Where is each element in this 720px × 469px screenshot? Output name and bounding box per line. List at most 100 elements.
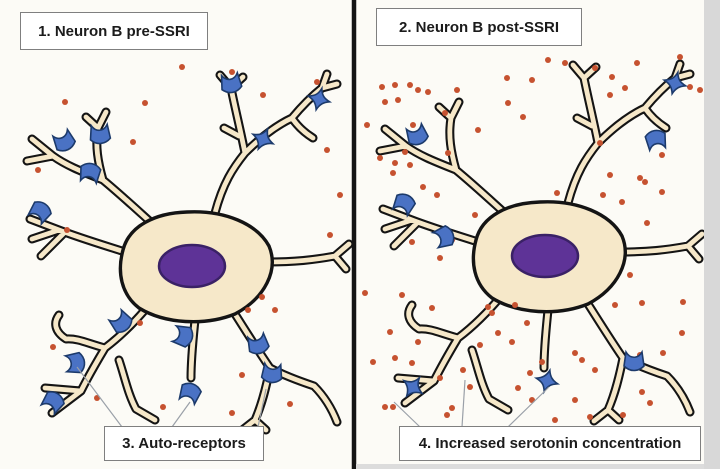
auto-receptor-icon — [623, 349, 645, 372]
auto-receptor-icon — [405, 121, 430, 146]
serotonin-dot — [379, 84, 385, 90]
serotonin-dot — [587, 414, 593, 420]
serotonin-dot — [337, 192, 343, 198]
serotonin-dot — [370, 359, 376, 365]
auto-receptor-icon — [401, 375, 425, 399]
auto-receptor-icon — [246, 330, 270, 355]
serotonin-dot — [639, 389, 645, 395]
serotonin-dot — [524, 320, 530, 326]
serotonin-dot — [324, 147, 330, 153]
auto-receptor-icon — [644, 129, 667, 153]
serotonin-dot — [472, 212, 478, 218]
serotonin-dot — [259, 294, 265, 300]
auto-receptors-left — [26, 70, 333, 417]
image-edge-bottom — [356, 464, 704, 469]
neuron-post-ssri — [380, 64, 702, 421]
auto-receptor-icon — [169, 324, 194, 348]
serotonin-dot — [420, 184, 426, 190]
serotonin-dot — [64, 227, 70, 233]
serotonin-dot — [619, 199, 625, 205]
neurons — [27, 64, 702, 431]
serotonin-dot — [660, 350, 666, 356]
serotonin-dot — [529, 77, 535, 83]
serotonin-dot — [410, 122, 416, 128]
serotonin-dot — [489, 310, 495, 316]
serotonin-dot — [520, 114, 526, 120]
auto-receptor-icon — [79, 162, 102, 186]
auto-receptor-icon — [51, 127, 77, 152]
auto-receptor-icon — [89, 121, 112, 145]
serotonin-dot — [407, 82, 413, 88]
serotonin-dot — [409, 360, 415, 366]
serotonin-dot — [697, 87, 703, 93]
leader-line — [461, 379, 466, 428]
serotonin-dot — [239, 372, 245, 378]
serotonin-dot — [160, 404, 166, 410]
serotonin-dot — [527, 370, 533, 376]
leader-line — [257, 388, 267, 428]
serotonin-dot — [425, 89, 431, 95]
serotonin-dot — [407, 162, 413, 168]
auto-receptor-icon — [533, 367, 561, 395]
serotonin-dot — [647, 400, 653, 406]
serotonin-dot — [392, 355, 398, 361]
serotonin-dot — [409, 239, 415, 245]
serotonin-dot — [539, 359, 545, 365]
serotonin-dot — [382, 99, 388, 105]
auto-receptor-icon — [220, 70, 243, 94]
auto-receptors-caption: 3. Auto-receptors — [122, 435, 246, 452]
serotonin-dot — [50, 344, 56, 350]
leader-line — [76, 366, 123, 428]
serotonin-dot — [680, 299, 686, 305]
serotonin-dot — [415, 87, 421, 93]
serotonin-dot — [634, 60, 640, 66]
serotonin-dots-right — [362, 54, 703, 423]
serotonin-dot — [437, 375, 443, 381]
panel1-title: 1. Neuron B pre-SSRI — [38, 22, 190, 40]
panel1-title-box: 1. Neuron B pre-SSRI — [20, 12, 208, 50]
serotonin-dot — [390, 170, 396, 176]
serotonin-dot — [572, 397, 578, 403]
serotonin-dot — [449, 405, 455, 411]
auto-receptor-icon — [178, 382, 203, 407]
serotonin-dot — [475, 127, 481, 133]
serotonin-dot — [572, 350, 578, 356]
serotonin-dot — [515, 385, 521, 391]
serotonin-dot — [505, 100, 511, 106]
serotonin-dot — [612, 302, 618, 308]
auto-receptor-icon — [260, 360, 283, 384]
serotonin-dot — [659, 189, 665, 195]
serotonin-dot — [554, 190, 560, 196]
serotonin-dot — [377, 155, 383, 161]
serotonin-dot — [429, 305, 435, 311]
serotonin-dot — [592, 367, 598, 373]
serotonin-dot — [287, 401, 293, 407]
serotonin-dot — [314, 79, 320, 85]
auto-receptor-icon — [430, 224, 455, 249]
serotonin-caption-box: 4. Increased serotonin concentration — [399, 426, 701, 461]
serotonin-dot — [495, 330, 501, 336]
serotonin-dot — [402, 149, 408, 155]
serotonin-dot — [509, 339, 515, 345]
serotonin-dot — [415, 339, 421, 345]
leader-line — [507, 386, 550, 428]
auto-receptors-right — [391, 69, 689, 399]
serotonin-dot — [444, 412, 450, 418]
serotonin-dot — [62, 99, 68, 105]
serotonin-dot — [327, 232, 333, 238]
serotonin-dot — [245, 307, 251, 313]
auto-receptor-icon — [107, 307, 133, 334]
serotonin-dot — [442, 110, 448, 116]
serotonin-dot — [644, 220, 650, 226]
neuron-pre-ssri — [27, 74, 349, 431]
serotonin-dot — [272, 307, 278, 313]
auto-receptor-icon — [39, 391, 65, 417]
serotonin-dot — [659, 152, 665, 158]
serotonin-dot — [137, 320, 143, 326]
serotonin-dot — [552, 417, 558, 423]
serotonin-dot — [387, 329, 393, 335]
serotonin-dot — [390, 404, 396, 410]
serotonin-dot — [677, 54, 683, 60]
